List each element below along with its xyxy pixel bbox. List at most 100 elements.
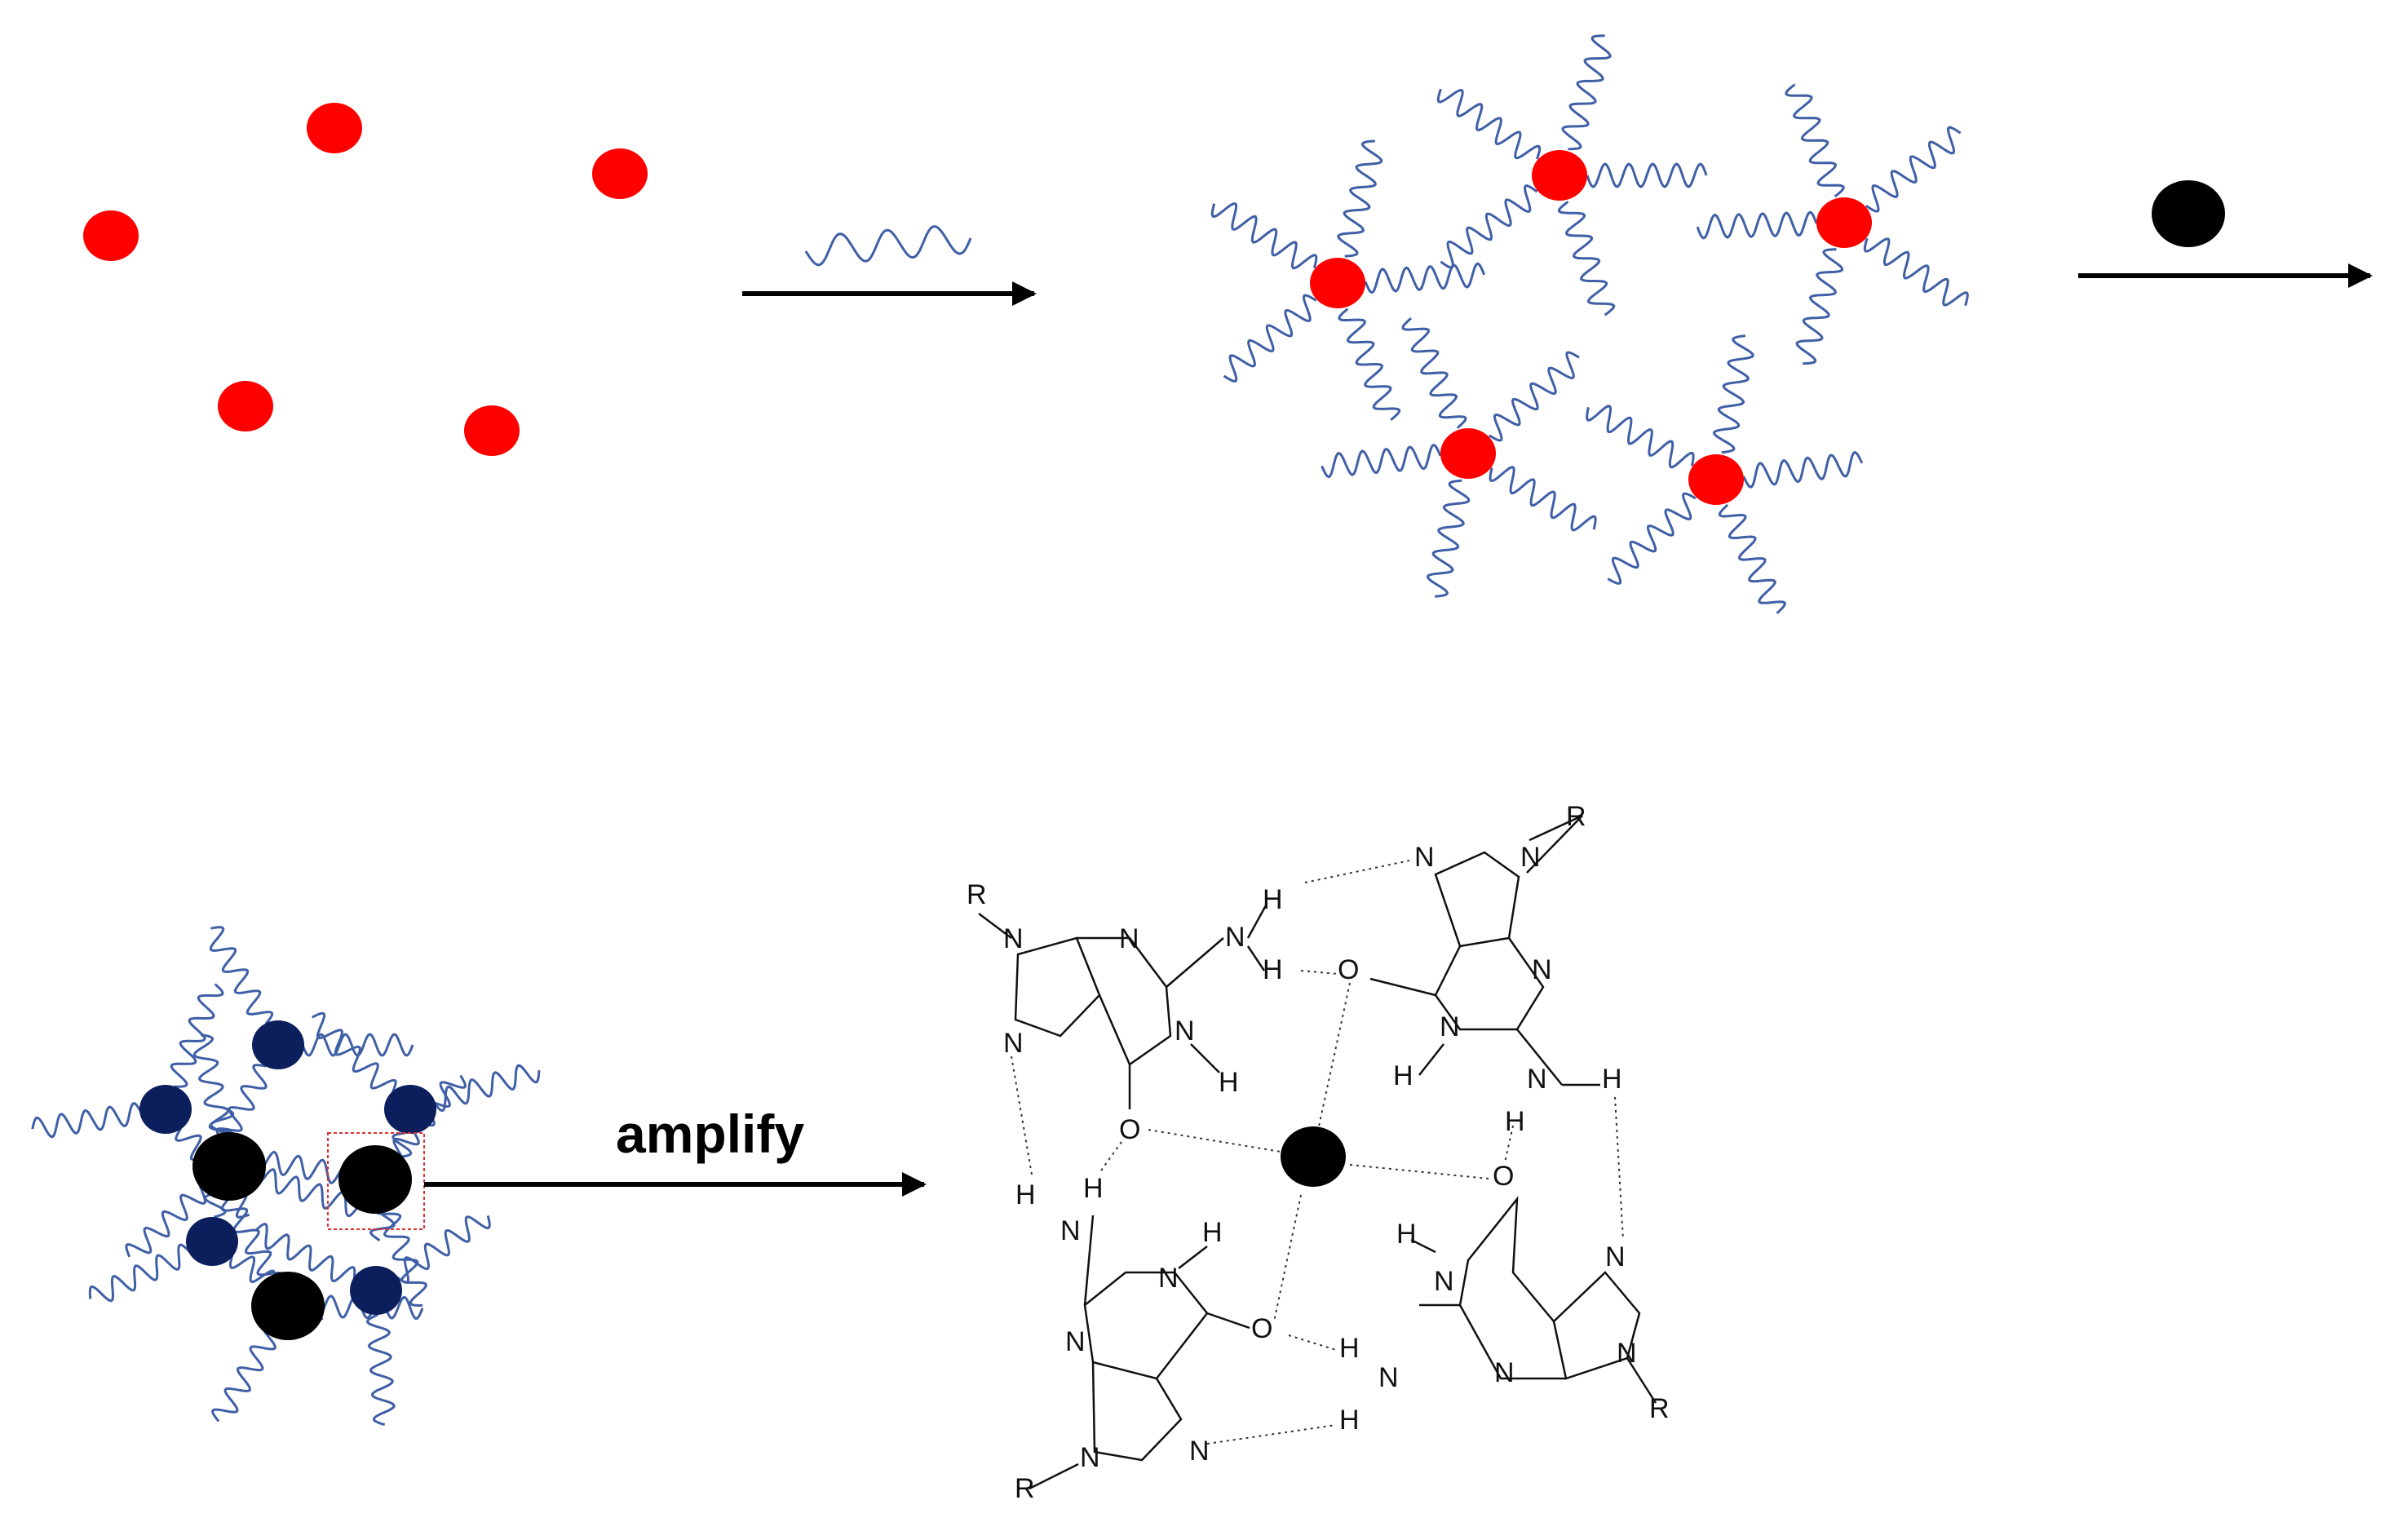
bond bbox=[1552, 1271, 1641, 1380]
ligand-strand bbox=[390, 1074, 467, 1165]
ligand-strand bbox=[1440, 184, 1538, 269]
atom-label: H bbox=[1602, 1064, 1622, 1095]
ligand-strand bbox=[1561, 34, 1612, 151]
atom-label: O bbox=[1251, 1313, 1272, 1344]
bond bbox=[1410, 1238, 1436, 1254]
atom-label: N bbox=[1378, 1362, 1399, 1393]
atom-label: O bbox=[1493, 1161, 1514, 1192]
ligand-strand bbox=[1586, 162, 1708, 188]
red-ion bbox=[464, 405, 520, 456]
ligand-strand bbox=[1607, 492, 1697, 585]
atom-label: N bbox=[1189, 1436, 1210, 1467]
atom-label: H bbox=[1015, 1179, 1036, 1210]
red-ion-coated bbox=[1440, 428, 1496, 479]
step-arrow-ion bbox=[2078, 180, 2373, 288]
atom-label: N bbox=[1003, 1028, 1024, 1059]
atom-label: H bbox=[1083, 1173, 1104, 1204]
ligand-strand bbox=[192, 1033, 235, 1144]
red-ion bbox=[307, 103, 362, 153]
bond bbox=[1626, 1357, 1657, 1404]
atom-label: N bbox=[1532, 954, 1552, 985]
bond bbox=[1516, 1029, 1563, 1086]
ligand-strand bbox=[1488, 351, 1580, 442]
ligand-strand bbox=[254, 1222, 356, 1283]
ligand-strand bbox=[1338, 308, 1401, 421]
panel-free-ions bbox=[83, 103, 648, 456]
guanine-1: R N N N N H H H O N bbox=[967, 879, 1283, 1145]
ligand-strand-reagent bbox=[804, 224, 972, 267]
bond bbox=[1083, 1271, 1209, 1379]
ligand-strands bbox=[1210, 34, 1969, 614]
ligand-strand bbox=[211, 1324, 277, 1423]
bond bbox=[1526, 814, 1583, 874]
ligand-strand bbox=[1321, 443, 1442, 479]
amplify-label: amplify bbox=[616, 1104, 804, 1164]
atom-label: N bbox=[1175, 1016, 1195, 1047]
ligand-strand bbox=[366, 1313, 396, 1427]
atom-label: N bbox=[1520, 842, 1541, 873]
atom-label: R bbox=[1649, 1393, 1670, 1424]
ligand-strand bbox=[1337, 139, 1383, 258]
atom-label: H bbox=[1505, 1106, 1525, 1137]
atom-label: N bbox=[1617, 1338, 1637, 1369]
ligand-strand bbox=[209, 926, 274, 1024]
bond bbox=[1029, 1463, 1079, 1490]
atom-label: N bbox=[1119, 923, 1139, 954]
bond bbox=[1166, 937, 1224, 988]
ligand-strand bbox=[1718, 503, 1786, 614]
guanine-3: R N N N N H H H O N bbox=[1015, 1173, 1272, 1504]
bond bbox=[1077, 936, 1172, 1066]
atom-label: N bbox=[1605, 1241, 1626, 1272]
atom-label: R bbox=[967, 879, 987, 910]
red-ion-coated bbox=[1532, 150, 1587, 201]
bond bbox=[1246, 905, 1267, 939]
ligand-strand bbox=[1557, 201, 1616, 316]
ligand-strand bbox=[88, 1243, 191, 1303]
red-ion bbox=[592, 148, 648, 199]
red-ion-coated bbox=[1310, 258, 1365, 308]
atom-label: N bbox=[1158, 1263, 1179, 1294]
bond bbox=[978, 913, 1012, 939]
ligand-strand bbox=[1865, 126, 1962, 213]
ligand-strand bbox=[1489, 466, 1597, 532]
ligand-strand bbox=[1436, 88, 1542, 160]
atom-label: N bbox=[1065, 1326, 1086, 1357]
atom-label: H bbox=[1219, 1067, 1239, 1098]
ligand-strand bbox=[1795, 248, 1844, 365]
atom-label: H bbox=[1339, 1405, 1360, 1436]
hydrogen-bonds bbox=[1011, 860, 1624, 1445]
atom-label: R bbox=[1015, 1473, 1035, 1504]
atom-label: H bbox=[1263, 954, 1283, 985]
panel-cluster bbox=[31, 926, 541, 1427]
zoom-box bbox=[327, 1132, 425, 1230]
ligand-strand bbox=[311, 1294, 424, 1321]
atom-label: H bbox=[1393, 1060, 1413, 1091]
ligand-strand bbox=[1426, 479, 1471, 598]
black-ion-reagent bbox=[2152, 180, 2225, 247]
atom-label: N bbox=[1434, 1266, 1454, 1297]
atom-label: H bbox=[1202, 1217, 1223, 1248]
amplify-step: amplify bbox=[424, 1104, 927, 1197]
bond bbox=[1091, 1361, 1183, 1462]
bond bbox=[1434, 937, 1545, 1031]
ligand-strand bbox=[1742, 450, 1864, 489]
ligand-strand bbox=[125, 1177, 212, 1258]
guanine-2: R N N N N H H H O N bbox=[1338, 801, 1622, 1137]
atom-label: O bbox=[1338, 954, 1359, 985]
red-ion bbox=[218, 381, 273, 431]
atom-label: N bbox=[1060, 1215, 1081, 1246]
atom-label: N bbox=[1527, 1064, 1547, 1095]
atom-label: N bbox=[1225, 922, 1245, 953]
red-ion bbox=[83, 210, 139, 261]
ligand-strand bbox=[31, 1102, 143, 1139]
bound-ion bbox=[350, 1266, 402, 1315]
ligand-strand bbox=[1364, 262, 1486, 294]
ligand-strand bbox=[170, 983, 224, 1088]
central-ion bbox=[1281, 1126, 1346, 1187]
ligand-strand bbox=[1223, 294, 1317, 383]
atom-label: H bbox=[1339, 1333, 1360, 1364]
bond bbox=[1458, 1196, 1566, 1380]
atom-label: N bbox=[1494, 1357, 1515, 1388]
atom-label: N bbox=[1440, 1011, 1460, 1042]
bond bbox=[1434, 851, 1520, 948]
